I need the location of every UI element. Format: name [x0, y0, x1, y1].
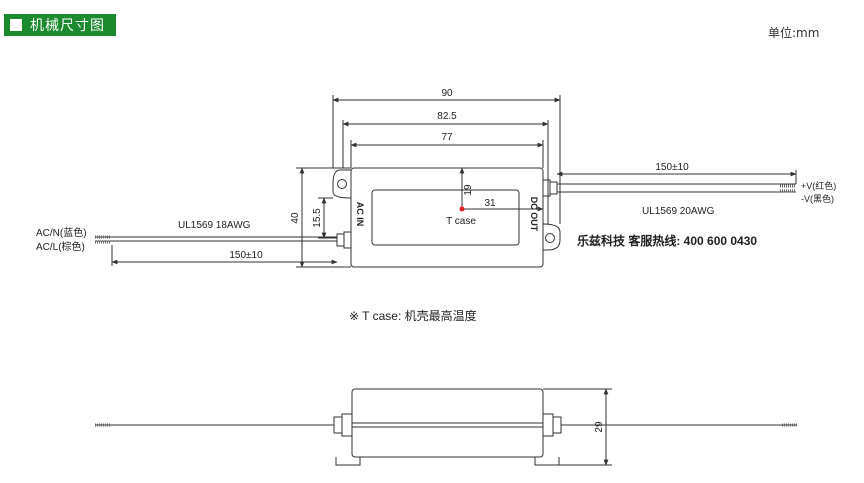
side-gland-left — [333, 413, 353, 437]
dim-out-length: 150±10 — [655, 162, 689, 173]
dim-15-5: 15.5 — [312, 208, 323, 228]
housing-outline — [350, 167, 544, 268]
hotline-text: 乐兹科技 客服热线: 400 600 0430 — [577, 233, 757, 248]
output-gland — [542, 179, 558, 197]
left-mount-hole — [337, 179, 347, 189]
tcase-label: T case — [446, 216, 476, 227]
v-minus-label: -V(黑色) — [801, 193, 834, 204]
dim-31: 31 — [484, 198, 496, 209]
input-gland — [336, 231, 352, 249]
input-cable-spec: UL1569 18AWG — [178, 220, 251, 231]
right-mount-hole — [545, 233, 555, 243]
dim-90: 90 — [441, 88, 453, 99]
unit-label: 单位:mm — [768, 26, 820, 40]
dim-77: 77 — [441, 132, 453, 143]
tcase-note: ※ T case: 机壳最高温度 — [349, 308, 477, 323]
side-foot-right — [534, 457, 560, 466]
left-mount-ear — [332, 169, 352, 199]
dim-in-length: 150±10 — [229, 250, 263, 261]
ac-in-label: AC IN — [355, 202, 365, 227]
output-wire-ends — [780, 184, 796, 193]
section-title-badge: 机械尺寸图 — [4, 14, 116, 36]
square-icon — [10, 19, 22, 31]
side-gland-right — [542, 413, 562, 437]
dim-40: 40 — [290, 212, 301, 224]
v-plus-label: +V(红色) — [801, 180, 836, 191]
right-mount-ear — [542, 223, 561, 251]
output-cable-spec: UL1569 20AWG — [642, 206, 715, 217]
ac-l-label: AC/L(棕色) — [36, 240, 85, 253]
section-title: 机械尺寸图 — [30, 18, 105, 34]
dim-82-5: 82.5 — [437, 111, 457, 122]
input-wire-ends — [95, 235, 110, 244]
dc-out-label: DC OUT — [529, 197, 539, 232]
tcase-point — [459, 206, 465, 212]
dim-19: 19 — [463, 184, 474, 196]
label-area — [371, 189, 520, 246]
ac-n-label: AC/N(蓝色) — [36, 226, 87, 239]
side-foot-left — [335, 457, 361, 466]
dim-29: 29 — [594, 421, 605, 433]
